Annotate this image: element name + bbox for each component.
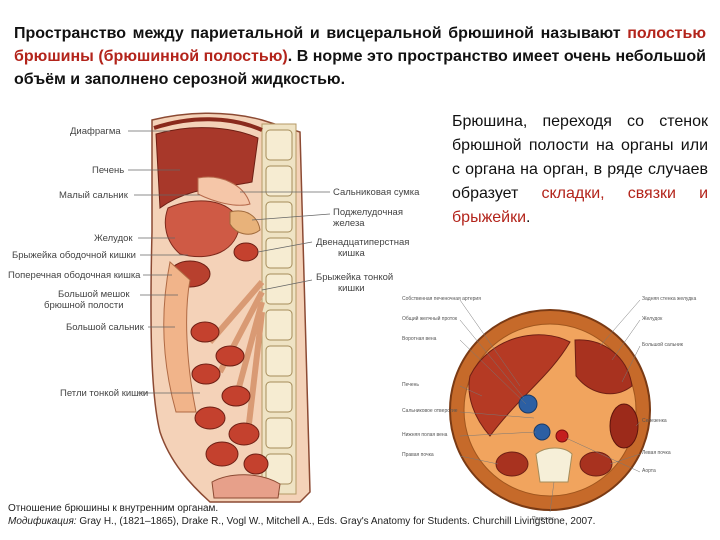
label-pancreas-1: Поджелудочная [333, 207, 403, 218]
axial-label-omental-foramen: Сальниковое отверстие [402, 408, 458, 414]
label-stomach: Желудок [94, 233, 133, 244]
label-mesentery-2: кишки [338, 283, 365, 294]
intro-paragraph: Пространство между париетальной и висцер… [14, 22, 706, 91]
label-mesentery-1: Брыжейка тонкой [316, 272, 393, 283]
label-greater-omentum: Большой сальник [66, 322, 145, 333]
duodenum [234, 243, 258, 261]
axial-label-left-kidney: Левая почка [642, 450, 671, 456]
label-diaphragm: Диафрагма [70, 126, 121, 137]
axial-label-right-kidney: Правая почка [402, 452, 434, 458]
label-greater-sac-1: Большой мешок [58, 289, 130, 300]
axial-label-stomach: Желудок [642, 316, 663, 322]
portal-vein [519, 395, 537, 413]
axial-label-vena-cava: Нижняя полая вена [402, 432, 448, 438]
axial-label-spleen: Селезенка [642, 418, 667, 424]
figure-caption: Отношение брюшины к внутренним органам. … [8, 502, 708, 528]
label-liver: Печень [92, 165, 124, 176]
sagittal-section-figure: Диафрагма Печень Малый сальник Желудок Б… [0, 112, 440, 504]
label-small-intestine-loops: Петли тонкой кишки [60, 388, 148, 399]
axial-label-hepatic-artery: Собственная печеночная артерия [402, 296, 481, 302]
axial-label-greater-omentum: Большой сальник [642, 341, 684, 348]
spleen-section [610, 404, 638, 448]
intro-text-1: Пространство между париетальной и висцер… [14, 25, 627, 42]
label-lesser-omentum: Малый сальник [59, 190, 129, 201]
caption-source: Gray H., (1821–1865), Drake R., Vogl W.,… [77, 516, 596, 527]
caption-modification-label: Модификация: [8, 516, 77, 527]
axial-label-bile-duct: Общий желчный проток [402, 315, 458, 322]
vena-cava [534, 424, 550, 440]
side-text-3: . [526, 209, 530, 226]
left-kidney [580, 452, 612, 476]
axial-label-aorta: Аорта [642, 468, 656, 474]
caption-line-1: Отношение брюшины к внутренним органам. [8, 502, 708, 515]
label-transverse-colon: Поперечная ободочная кишка [8, 270, 141, 281]
axial-label-stomach-wall: Задняя стенка желудка [642, 296, 696, 302]
side-paragraph: Брюшина, переходя со стенок брюшной поло… [452, 110, 708, 230]
axial-label-portal-vein: Воротная вена [402, 336, 437, 342]
caption-line-2: Модификация: Gray H., (1821–1865), Drake… [8, 515, 708, 528]
label-mesocolon: Брыжейка ободочной кишки [12, 250, 136, 261]
spine [262, 124, 296, 494]
axial-section-figure: Собственная печеночная артерия Общий жел… [400, 286, 700, 530]
label-pancreas-2: железа [333, 218, 365, 229]
right-kidney [496, 452, 528, 476]
label-duodenum-2: кишка [338, 248, 365, 259]
vertebra [536, 448, 572, 482]
axial-label-liver: Печень [402, 382, 419, 388]
label-greater-sac-2: брюшной полости [44, 300, 124, 311]
label-duodenum-1: Двенадцатиперстная [316, 237, 409, 248]
label-omental-bursa: Сальниковая сумка [333, 187, 420, 198]
aorta [556, 430, 568, 442]
